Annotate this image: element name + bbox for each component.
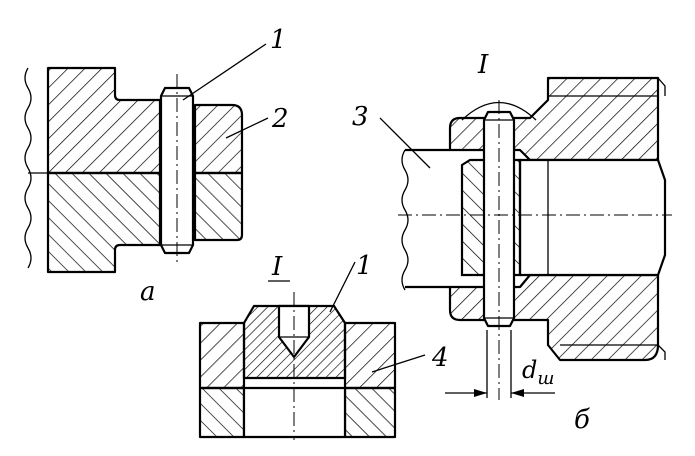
part-2-right-upper [193,103,244,175]
view-b: I 3 dш б [352,50,672,435]
label-part-2: 2 [271,104,289,134]
label-pin-1-detail: 1 [356,251,373,281]
detail-i: I 1 4 [198,251,449,440]
label-view-b: б [574,405,590,435]
pin-1-view-b [482,110,516,328]
label-view-a: а [140,277,156,307]
part-lower-right [193,171,244,242]
label-detail-title: I [271,252,283,282]
label-detail-marker: I [477,50,489,80]
label-pin-1-a: 1 [270,25,287,55]
part-hub-lower [448,273,660,362]
label-part-4: 4 [431,343,449,373]
view-a: 1 2 а [24,25,289,307]
part-lower [46,171,162,274]
part-hub-upper [448,76,660,162]
part-2-upper [46,66,162,175]
label-shaft-3: 3 [352,102,369,132]
label-pin-diameter: dш [522,356,554,389]
